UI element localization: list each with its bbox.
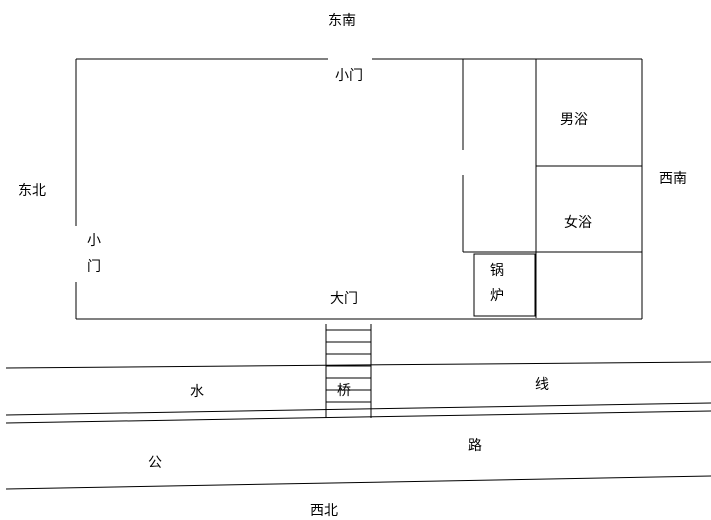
label-line: 线 bbox=[535, 377, 549, 393]
label-road-2: 路 bbox=[468, 438, 482, 454]
label-mens-bath: 男浴 bbox=[560, 112, 588, 128]
water-line-lower-1 bbox=[5, 402, 711, 416]
road-bottom-edge bbox=[5, 475, 711, 490]
label-boiler-2: 炉 bbox=[490, 288, 504, 304]
label-small-door-left-2: 门 bbox=[87, 259, 101, 275]
label-small-door-top: 小门 bbox=[335, 68, 363, 84]
label-bridge: 桥 bbox=[337, 383, 351, 399]
label-main-door: 大门 bbox=[330, 291, 358, 307]
label-northwest: 西北 bbox=[310, 503, 338, 519]
boiler-box bbox=[473, 253, 536, 317]
water-line-lower-2 bbox=[5, 410, 711, 424]
label-southwest: 西南 bbox=[659, 171, 687, 187]
water-line-upper bbox=[5, 361, 711, 369]
label-water: 水 bbox=[190, 384, 204, 400]
label-northeast: 东北 bbox=[18, 183, 46, 199]
label-road-1: 公 bbox=[148, 455, 162, 471]
label-womens-bath: 女浴 bbox=[564, 215, 592, 231]
label-boiler-1: 锅 bbox=[490, 263, 504, 279]
label-southeast: 东南 bbox=[328, 13, 356, 29]
label-small-door-left-1: 小 bbox=[87, 233, 101, 249]
